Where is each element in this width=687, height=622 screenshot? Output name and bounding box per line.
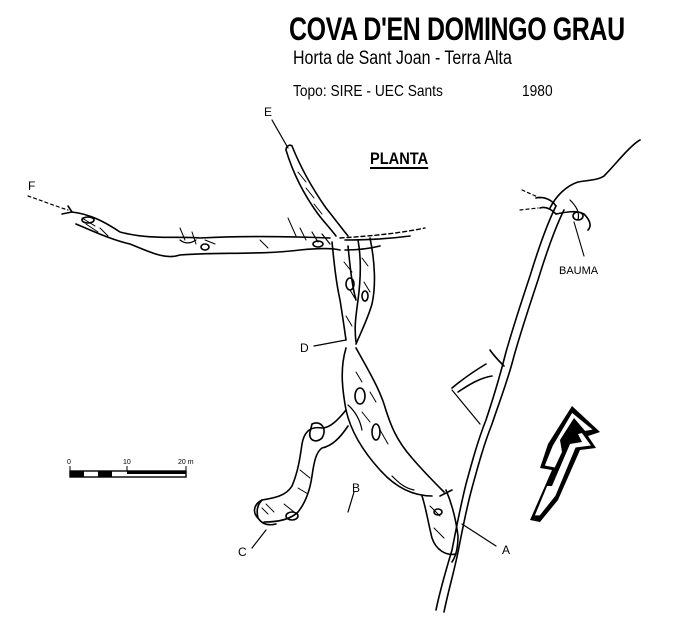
north-gallery-e [271,119,349,237]
entrance-area-a [421,489,459,563]
southwest-gallery [253,409,349,526]
point-label-b: B [352,481,361,495]
west-gallery-f [61,205,341,258]
point-label-c: C [238,545,247,559]
map-subtitle: Horta de Sant Joan - Terra Alta [293,48,512,69]
scale-tick-10: 10 [123,459,131,466]
f-leader-line [27,195,69,211]
map-title: COVA D'EN DOMINGO GRAU [289,11,625,47]
point-label-f: F [28,179,36,193]
north-arrow-icon [530,406,600,522]
bauma-shelter [519,139,641,257]
b-leader-line [347,491,355,513]
survey-year: 1980 [522,83,553,100]
scale-tick-0: 0 [67,459,71,466]
point-label-e: E [264,105,273,119]
southern-gallery [341,347,445,497]
scale-bar [69,466,187,478]
central-gallery [331,237,376,345]
east-extension-dashed [339,227,426,239]
d-leader-line [313,339,347,347]
c-leader-line [251,529,267,549]
point-label-a: A [502,543,511,557]
survey-credit: Topo: SIRE - UEC Sants [293,83,443,100]
plan-view-label: PLANTA [370,149,429,168]
a-leader-line [461,523,497,547]
scale-tick-20: 20 m [178,459,194,466]
point-label-d: D [300,341,309,355]
bauma-label: BAUMA [559,265,599,277]
surface-fissure [435,205,565,613]
